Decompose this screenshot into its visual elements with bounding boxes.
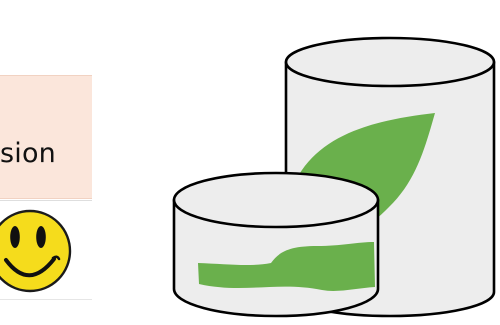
label-text: sion xyxy=(0,138,56,169)
label-card: sion xyxy=(0,75,92,199)
small-cylinder-top xyxy=(172,171,380,229)
green-ribbon-icon xyxy=(198,242,375,291)
smiley-mouth xyxy=(4,257,56,278)
smiley-face-icon xyxy=(0,209,72,293)
smiley-mouth-end xyxy=(51,255,61,261)
smiley-left-eye xyxy=(10,226,20,248)
smiley-face xyxy=(0,209,72,293)
smiley-card xyxy=(0,200,92,300)
large-cylinder-top xyxy=(284,36,496,88)
smiley-right-eye xyxy=(36,226,46,248)
database-cylinders xyxy=(172,36,496,318)
small-database-cylinder-icon xyxy=(172,171,380,318)
